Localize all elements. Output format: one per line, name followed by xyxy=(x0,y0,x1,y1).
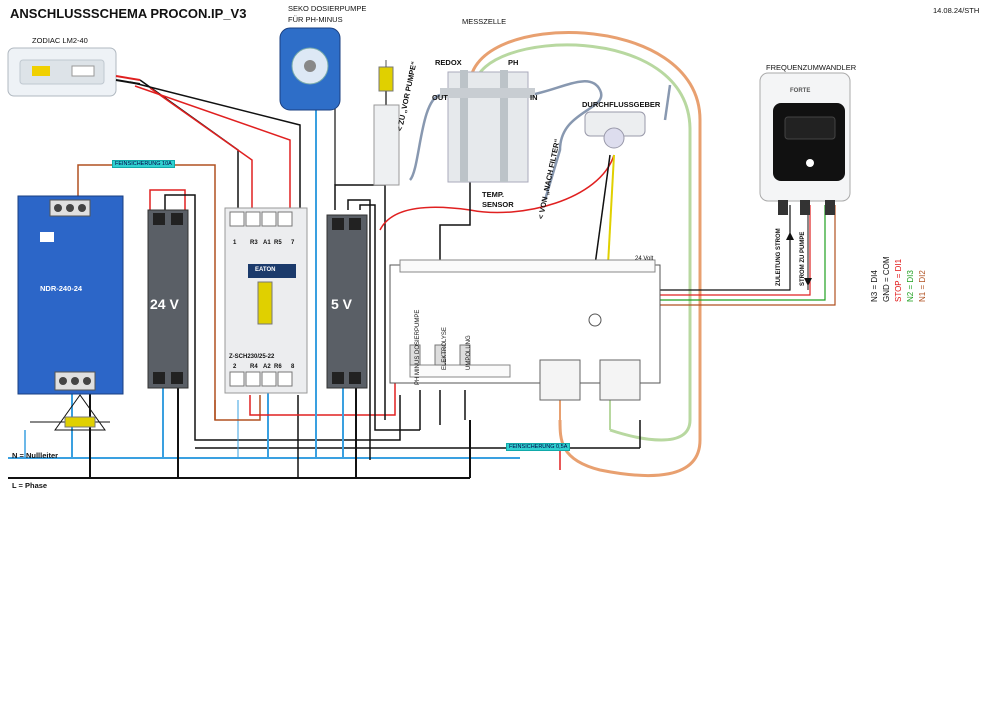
grey-tube-right xyxy=(529,80,603,201)
contactor-model: Z-SCH230/25-22 xyxy=(229,354,275,360)
legend-item-5: N1 = DI2 xyxy=(918,270,927,302)
din-module xyxy=(373,60,400,186)
phase-note: L = Phase xyxy=(12,481,48,490)
seko-label-1: SEKO DOSIERPUMPE xyxy=(288,4,367,13)
yellow-signal xyxy=(607,154,615,266)
neutral-note: N = Nullleiter xyxy=(12,451,59,460)
zodiac-label: ZODIAC LM2-40 xyxy=(32,36,88,45)
contactor-top-1: 1 xyxy=(233,240,237,246)
contactor-top-3: A1 xyxy=(263,240,271,246)
grey-tube-left xyxy=(408,93,441,181)
seko-label-2: FÜR PH-MINUS xyxy=(288,15,343,24)
psu-24v-label: 24 V xyxy=(150,296,179,312)
contactor xyxy=(224,207,308,394)
ph-label: PH xyxy=(508,58,519,67)
legend-item-1: N3 = DI4 xyxy=(870,270,879,302)
durchfluss-label: DURCHFLUSSGEBER xyxy=(582,100,661,109)
psu-ndr xyxy=(17,195,124,395)
contactor-brand: EATON xyxy=(255,267,276,273)
control-board xyxy=(389,259,661,401)
measure-cell xyxy=(440,70,535,183)
psu-24v xyxy=(147,209,189,389)
date-label: 14.08.24/STH xyxy=(933,6,980,15)
in-label: IN xyxy=(530,93,538,102)
zodiac-cell xyxy=(7,47,141,97)
fu-brand: FORTE xyxy=(790,88,811,94)
contactor-bottom-4: R6 xyxy=(274,364,282,370)
legend-item-3: STOP = DI1 xyxy=(894,258,903,302)
contactor-bottom-2: R4 xyxy=(250,364,258,370)
contactor-bottom-1: 2 xyxy=(233,364,237,370)
fu-label: FREQUENZUMWANDLER xyxy=(766,63,857,72)
contactor-top-5: 7 xyxy=(291,240,295,246)
contactor-top-2: R3 xyxy=(250,240,258,246)
contactor-bottom-3: A2 xyxy=(263,364,271,370)
legend-item-4: N2 = DI3 xyxy=(906,270,915,302)
legend-item-2: GND = COM xyxy=(882,256,891,302)
psu-5v xyxy=(326,214,368,389)
page-title: ANSCHLUSSSCHEMA PROCON.IP_V3 xyxy=(10,6,247,21)
strom-pumpe-label: STROM ZU PUMPE xyxy=(800,231,806,286)
out-label: OUT xyxy=(432,93,448,102)
zuleitung-label: ZULEITUNG STROM xyxy=(776,228,782,286)
relay-ph-label: PH MINUS DOSIERPUMPE xyxy=(415,309,421,385)
relay-elektrolyse-label: ELEKTROLYSE xyxy=(442,327,448,370)
board-24v-label: 24 Volt xyxy=(635,256,654,262)
temp-label-1: TEMP. xyxy=(482,190,504,199)
flow-meter xyxy=(584,111,646,149)
fuse-bottom-label: FEINSICHERUNG 0,5A xyxy=(506,443,571,451)
psu-5v-label: 5 V xyxy=(331,296,353,312)
contactor-top-4: R5 xyxy=(274,240,282,246)
green-hose xyxy=(473,43,692,442)
temp-label-2: SENSOR xyxy=(482,200,514,209)
seko-pump xyxy=(279,27,341,111)
relay-umpolung-label: UMPOLUNG xyxy=(466,335,472,370)
orange-hose xyxy=(468,31,702,478)
messzelle-label: MESSZELLE xyxy=(462,17,507,26)
psu-model: NDR-240-24 xyxy=(40,284,83,293)
redox-label: REDOX xyxy=(435,58,462,67)
fuse-small xyxy=(64,416,96,428)
fuse-top-label: FEINSICHERUNG 10A xyxy=(112,160,175,168)
contactor-bottom-5: 8 xyxy=(291,364,295,370)
frequency-converter xyxy=(759,72,851,215)
